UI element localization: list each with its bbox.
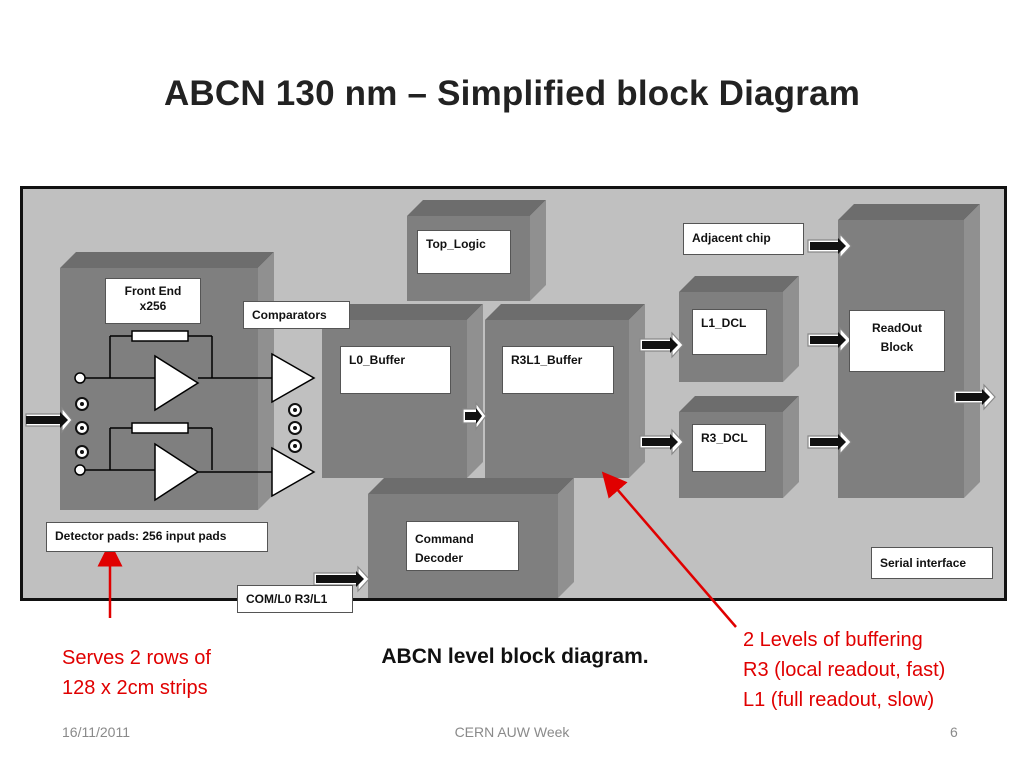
readout-block-label: ReadOut Block [849,310,945,372]
l0-buffer-label: L0_Buffer [340,346,451,394]
buffering-note: 2 Levels of buffering R3 (local readout,… [743,625,945,715]
arrow-l0-r3l1-icon [462,401,487,431]
arrow-input-icon [25,406,73,434]
arrow-r3-readout-icon [807,428,852,456]
command-label-line2: Decoder [415,551,464,565]
arrow-readout-out-icon [953,383,996,411]
strips-note: Serves 2 rows of 128 x 2cm strips [62,643,211,703]
arrow-to-r3dcl-icon [639,428,684,456]
footer-date: 16/11/2011 [62,724,130,740]
command-decoder-label: Command Decoder [406,521,519,571]
r3l1-buffer-label: R3L1_Buffer [502,346,614,394]
buffering-note-line3: L1 (full readout, slow) [743,689,935,711]
slide-title: ABCN 130 nm – Simplified block Diagram [163,74,861,113]
front-end-label-line2: x256 [139,299,167,313]
front-end-label-line1: Front End [124,284,182,298]
buffering-note-line1: 2 Levels of buffering [743,629,923,651]
diagram-caption: ABCN level block diagram. [381,645,649,668]
strips-note-line1: Serves 2 rows of [62,647,211,669]
arrow-adjacent-icon [807,232,852,260]
r3-dcl-label: R3_DCL [692,424,766,472]
readout-label-line1: ReadOut [871,321,922,335]
top-logic-label: Top_Logic [417,230,511,274]
serial-interface-label: Serial interface [871,547,993,579]
l1-dcl-label: L1_DCL [692,309,767,355]
arrow-to-l1dcl-icon [639,331,684,359]
readout-label-line2: Block [880,340,914,354]
pad-dots [75,397,302,459]
adjacent-chip-label: Adjacent chip [683,223,804,255]
buffering-note-line2: R3 (local readout, fast) [743,659,946,681]
block-arrows [25,232,996,593]
strips-note-line2: 128 x 2cm strips [62,677,208,699]
front-end-label: Front End x256 [105,278,201,324]
com-l0-label: COM/L0 R3/L1 [237,585,353,613]
comparators-label: Comparators [243,301,350,329]
footer-event: CERN AUW Week [454,724,570,740]
footer-page-number: 6 [950,724,958,740]
detector-pads-label: Detector pads: 256 input pads [46,522,268,552]
front-end-circuit [74,330,316,502]
arrow-l1-readout-icon [807,326,852,354]
command-label-line1: Command [415,532,474,546]
red-arrow-buffers [601,471,737,628]
